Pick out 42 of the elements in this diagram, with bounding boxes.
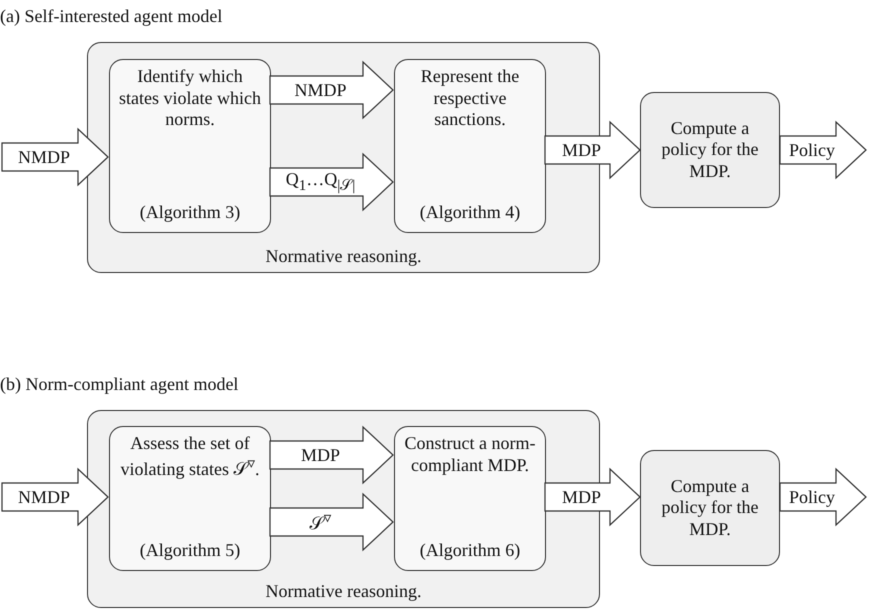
group-label: Normative reasoning.: [266, 581, 422, 603]
edge-label: MDP: [301, 446, 340, 464]
process-box: [640, 450, 780, 566]
process-box: [640, 92, 780, 208]
node-text: Assess the set of violating states 𝒮$^{▿}$.: [119, 433, 260, 480]
node-text: Compute a policy for the MDP.: [660, 118, 760, 182]
block-arrow: [269, 152, 394, 212]
block-arrow: [544, 120, 641, 180]
block-arrow: [1, 468, 109, 526]
edge-label: Q$_{1}$…Q$_{|𝒮|}$: [286, 170, 356, 194]
panel-caption: (a) Self-interested agent model: [0, 6, 222, 27]
process-box: [109, 426, 271, 571]
block-arrow: [779, 468, 867, 526]
process-box: [394, 59, 546, 233]
node-text: Represent the respective sanctions.: [420, 66, 520, 131]
block-arrow: [1, 128, 109, 186]
edge-label: 𝒮$^{▿}$: [310, 512, 332, 532]
group-box: [87, 42, 600, 273]
edge-label: Policy: [789, 141, 835, 159]
edge-label: MDP: [562, 141, 601, 159]
edge-label: Policy: [789, 488, 835, 506]
panel-caption: (b) Norm-compliant agent model: [0, 374, 238, 395]
block-arrow: [779, 120, 867, 180]
node-text: (Algorithm 6): [420, 540, 520, 562]
process-box: [394, 426, 546, 571]
block-arrow: [269, 60, 394, 120]
node-text: Construct a norm-compliant MDP.: [404, 433, 536, 476]
edge-label: NMDP: [294, 81, 346, 99]
group-label: Normative reasoning.: [266, 246, 422, 268]
node-text: (Algorithm 3): [140, 202, 240, 224]
block-arrow: [544, 468, 641, 526]
node-text: Identify which states violate which norms.: [118, 66, 262, 131]
block-arrow: [269, 492, 394, 552]
edge-label: NMDP: [18, 488, 70, 506]
block-arrow: [269, 426, 394, 484]
edge-label: NMDP: [18, 148, 70, 166]
node-text: Compute a policy for the MDP.: [660, 476, 760, 540]
group-box: [87, 410, 600, 608]
node-text: (Algorithm 5): [140, 540, 240, 562]
edge-label: MDP: [562, 488, 601, 506]
process-box: [109, 59, 271, 233]
node-text: (Algorithm 4): [420, 202, 520, 224]
